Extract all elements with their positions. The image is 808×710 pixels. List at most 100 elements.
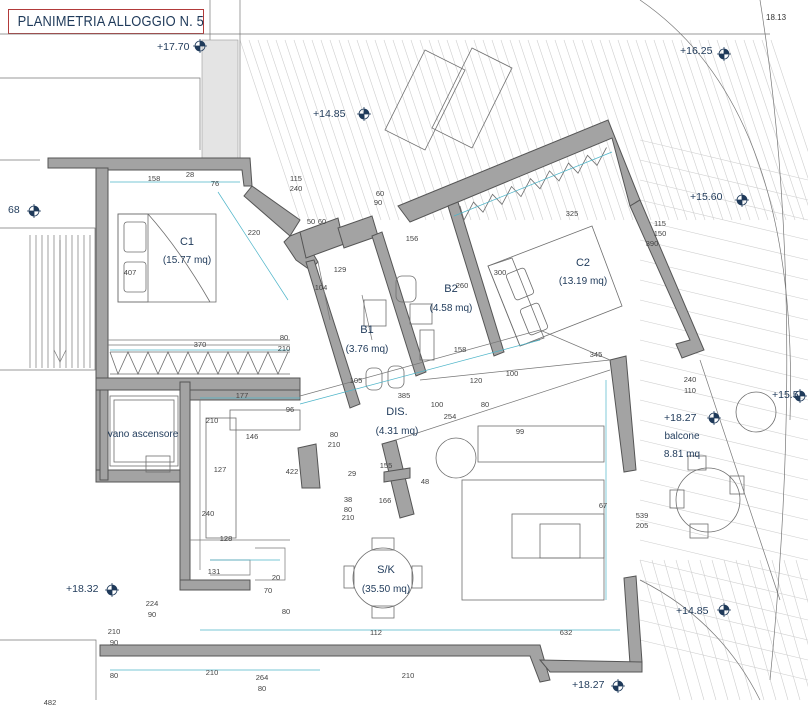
dimension-21: 210: [278, 344, 291, 353]
dimension-66: 264: [256, 673, 269, 682]
dimension-41: 422: [286, 467, 299, 476]
dimension-45: 127: [214, 465, 227, 474]
living-furniture: [205, 409, 605, 619]
dimension-50: 67: [599, 501, 607, 510]
dimension-53: 240: [202, 509, 215, 518]
dimension-37: 80: [481, 400, 489, 409]
level-marker-4: 68: [8, 204, 20, 216]
room-name-c2: C2: [576, 257, 590, 269]
dimension-64: 90: [110, 638, 118, 647]
elevator: [109, 395, 179, 473]
wardrobe-c1: [109, 351, 290, 376]
dimension-40: 99: [516, 427, 524, 436]
dimension-6: 60: [318, 217, 326, 226]
room-area-c2: (13.19 mq): [559, 276, 607, 287]
dimension-34: 120: [470, 376, 483, 385]
dimension-70: 80: [110, 671, 118, 680]
dimension-36: 254: [444, 412, 457, 421]
room-name-b1: B1: [360, 324, 373, 336]
staircase: [29, 235, 97, 368]
dimension-14: 129: [334, 265, 347, 274]
level-marker-3: +15.60: [690, 191, 723, 203]
bed-c1: [117, 213, 217, 303]
dimension-46: 38: [344, 495, 352, 504]
dimension-25: 345: [590, 350, 603, 359]
dimension-3: 115: [290, 174, 302, 183]
room-name-balcone: balcone: [664, 431, 699, 442]
dimension-5: 50: [307, 217, 315, 226]
dimension-2: 76: [211, 179, 219, 188]
room-area-b2: (4.58 mq): [430, 303, 473, 314]
dimension-42: 29: [348, 469, 356, 478]
dimension-38: 210: [206, 416, 219, 425]
room-area-balcone: 8.81 mq: [664, 449, 700, 460]
level-marker-5: +18.27: [664, 412, 697, 424]
dimension-61: 224: [146, 599, 159, 608]
dimension-15: 260: [456, 281, 469, 290]
dimension-12: 220: [248, 228, 261, 237]
dimension-35: 100: [506, 369, 519, 378]
room-name-c1: C1: [180, 236, 194, 248]
dimension-43: 155: [380, 461, 393, 470]
dimension-63: 210: [108, 627, 121, 636]
level-marker-2: +14.85: [313, 108, 346, 120]
dimension-67: 80: [258, 684, 266, 693]
dimension-27: 110: [684, 386, 696, 395]
dimension-30: 385: [398, 391, 411, 400]
dimension-62: 90: [148, 610, 156, 619]
dimension-1: 28: [186, 170, 194, 179]
dimension-48: 210: [342, 513, 355, 522]
dimension-20: 80: [280, 333, 288, 342]
room-name-dis: DIS.: [386, 406, 407, 418]
dimension-19: 104: [315, 283, 328, 292]
dimension-69: 482: [44, 698, 57, 707]
dimension-11: 150: [654, 229, 667, 238]
dimension-0: 158: [148, 174, 161, 183]
plan-title: PLANIMETRIA ALLOGGIO N. 5: [17, 13, 205, 30]
room-area-sk: (35.50 mq): [362, 584, 410, 595]
dimension-56: 20: [272, 573, 280, 582]
dimension-65: 210: [206, 668, 219, 677]
level-marker-1: +16.25: [680, 45, 713, 57]
level-marker-0: +17.70: [157, 41, 190, 53]
dimension-68: 210: [402, 671, 415, 680]
dimension-28: 177: [236, 391, 249, 400]
wardrobe-c2: [459, 147, 607, 222]
dimension-26: 240: [684, 375, 697, 384]
dimension-7: 60: [376, 189, 384, 198]
dimension-lines: [110, 151, 620, 671]
dimension-23: 105: [350, 376, 363, 385]
dimension-22: 370: [194, 340, 207, 349]
terrace-hatching: [239, 39, 808, 701]
sun-loungers: [384, 47, 513, 151]
dimension-24: 158: [454, 345, 467, 354]
bed-c2: [487, 225, 623, 347]
dimension-33: 210: [328, 440, 341, 449]
dimension-18: 407: [124, 268, 137, 277]
dimension-10: 115: [654, 219, 666, 228]
room-name-elevator: vano ascensore: [108, 429, 179, 440]
level-marker-7: +14.85: [676, 605, 709, 617]
walls: [47, 119, 705, 683]
room-area-dis: (4.31 mq): [376, 426, 419, 437]
bathroom-fixtures: [363, 275, 435, 391]
dimension-51: 539: [636, 511, 649, 520]
level-marker-6: +18.32: [66, 583, 99, 595]
dimension-16: 300: [494, 268, 507, 277]
dimension-8: 90: [374, 198, 382, 207]
dimension-59: 112: [370, 628, 382, 637]
dimension-4: 240: [290, 184, 303, 193]
level-markers: +17.70 +16.25 +14.85 +15.60 68 +18.27 +18.32 +1…: [8, 39, 807, 693]
dimension-55: 131: [208, 567, 221, 576]
dimension-39: 146: [246, 432, 259, 441]
dimension-13: 156: [406, 234, 419, 243]
dimension-9: 325: [566, 209, 579, 218]
balcony-furniture: [669, 391, 777, 539]
room-name-b2: B2: [444, 283, 457, 295]
dimension-17: 390: [646, 239, 659, 248]
dimension-29: 96: [286, 405, 294, 414]
dimension-31: 100: [431, 400, 444, 409]
dimension-52: 205: [636, 521, 649, 530]
